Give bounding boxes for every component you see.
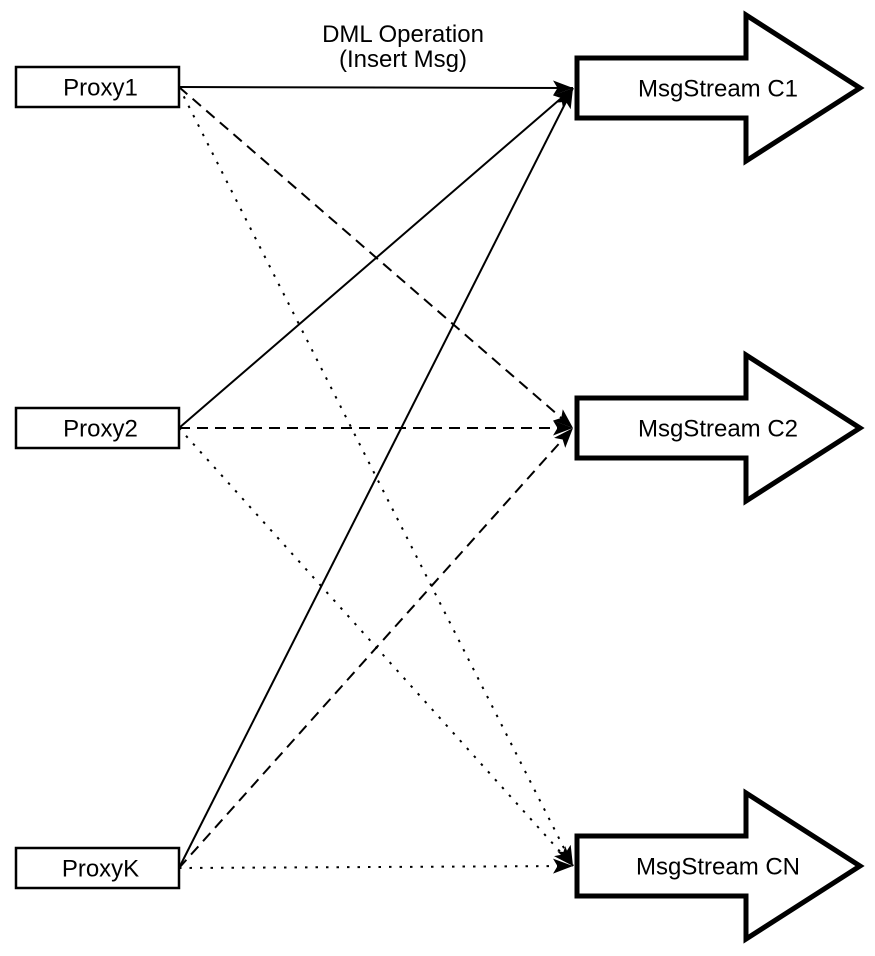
proxy1-box [14,65,181,109]
proxyk-box [14,846,181,890]
edges-layer [178,80,574,874]
stream-c2-arrow [574,350,865,506]
proxy2-box [14,406,181,450]
dml-operation-annotation-line1: DML Operation [322,21,484,48]
stream-c1-arrow [574,10,865,166]
stream-c2-label: MsgStream C2 [638,416,798,443]
proxyk-label: ProxyK [62,856,139,883]
stream-c1-label: MsgStream C1 [638,76,798,103]
streams-layer: MsgStream C1 MsgStream C2 MsgStream CN [574,10,865,944]
edge-proxyk-cn-dotted [178,858,574,874]
dml-operation-annotation-line2: (Insert Msg) [339,46,467,73]
proxy1-label: Proxy1 [63,75,138,102]
edge-proxy1-c1-solid [178,80,574,96]
edge-proxyk-c2-dashed [178,427,574,869]
edge-proxyk-c1-solid [178,87,574,869]
proxy2-label: Proxy2 [63,416,138,443]
stream-cn-arrow [574,788,865,944]
edge-proxy2-c1-solid [178,87,574,429]
stream-cn-label: MsgStream CN [636,854,800,881]
